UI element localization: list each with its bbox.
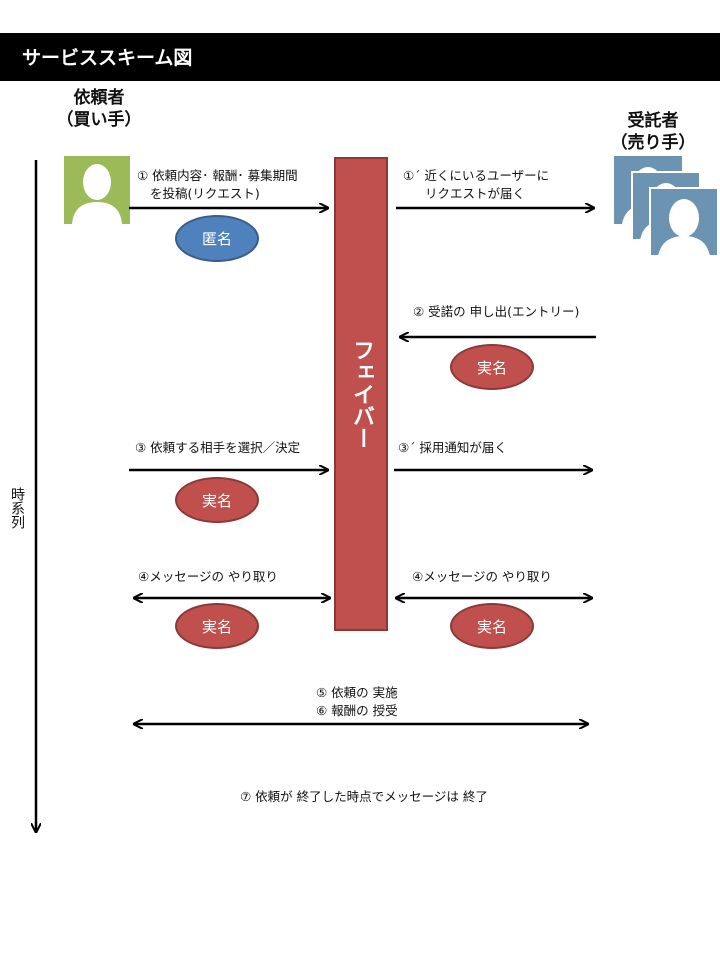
- step4-right-text: ④メッセージの やり取り: [412, 569, 552, 584]
- step6-text: ⑥ 報酬の 授受: [316, 703, 398, 718]
- contractor-name: 受託者: [627, 111, 679, 131]
- requester-role: （買い手）: [56, 110, 142, 130]
- page-title: サービススキーム図: [22, 47, 193, 69]
- step3-text: ③ 依頼する相手を選択／決定: [135, 440, 301, 455]
- step3b-text: ③´ 採用通知が届く: [398, 440, 507, 455]
- step1b-text-line1: ①´ 近くにいるユーザーに: [403, 168, 550, 183]
- step1b-text-line2: リクエストが届く: [425, 186, 526, 201]
- real-name-badge-step2: 実名: [450, 344, 534, 390]
- anonymous-badge: 匿名: [175, 215, 259, 262]
- real-name-badge-step4-left: 実名: [175, 603, 259, 649]
- contractor-label: 受託者 （売り手）: [598, 110, 708, 154]
- real-name-badge-step4-right: 実名: [450, 603, 534, 649]
- step5-text: ⑤ 依頼の 実施: [316, 685, 398, 700]
- requester-label: 依頼者 （買い手）: [44, 87, 154, 131]
- platform-bar: フェイバー: [334, 157, 388, 631]
- requester-name: 依頼者: [73, 88, 125, 108]
- contractor-avatars-icon: [614, 156, 719, 256]
- real-name-badge-step3: 実名: [175, 477, 259, 523]
- step4-left-text: ④メッセージの やり取り: [138, 569, 278, 584]
- requester-avatar-icon: [64, 156, 130, 224]
- title-bar: サービススキーム図: [0, 33, 720, 81]
- step2-text: ② 受諾の 申し出(エントリー): [413, 304, 580, 319]
- platform-name: フェイバー: [349, 339, 374, 449]
- step7-text: ⑦ 依頼が 終了した時点でメッセージは 終了: [240, 789, 488, 804]
- step1-text-line2: を投稿(リクエスト): [150, 186, 260, 201]
- contractor-role: （売り手）: [610, 133, 696, 153]
- step1-text-line1: ① 依頼内容･ 報酬･ 募集期間: [137, 168, 298, 183]
- timeline-label: 時系列: [9, 487, 25, 529]
